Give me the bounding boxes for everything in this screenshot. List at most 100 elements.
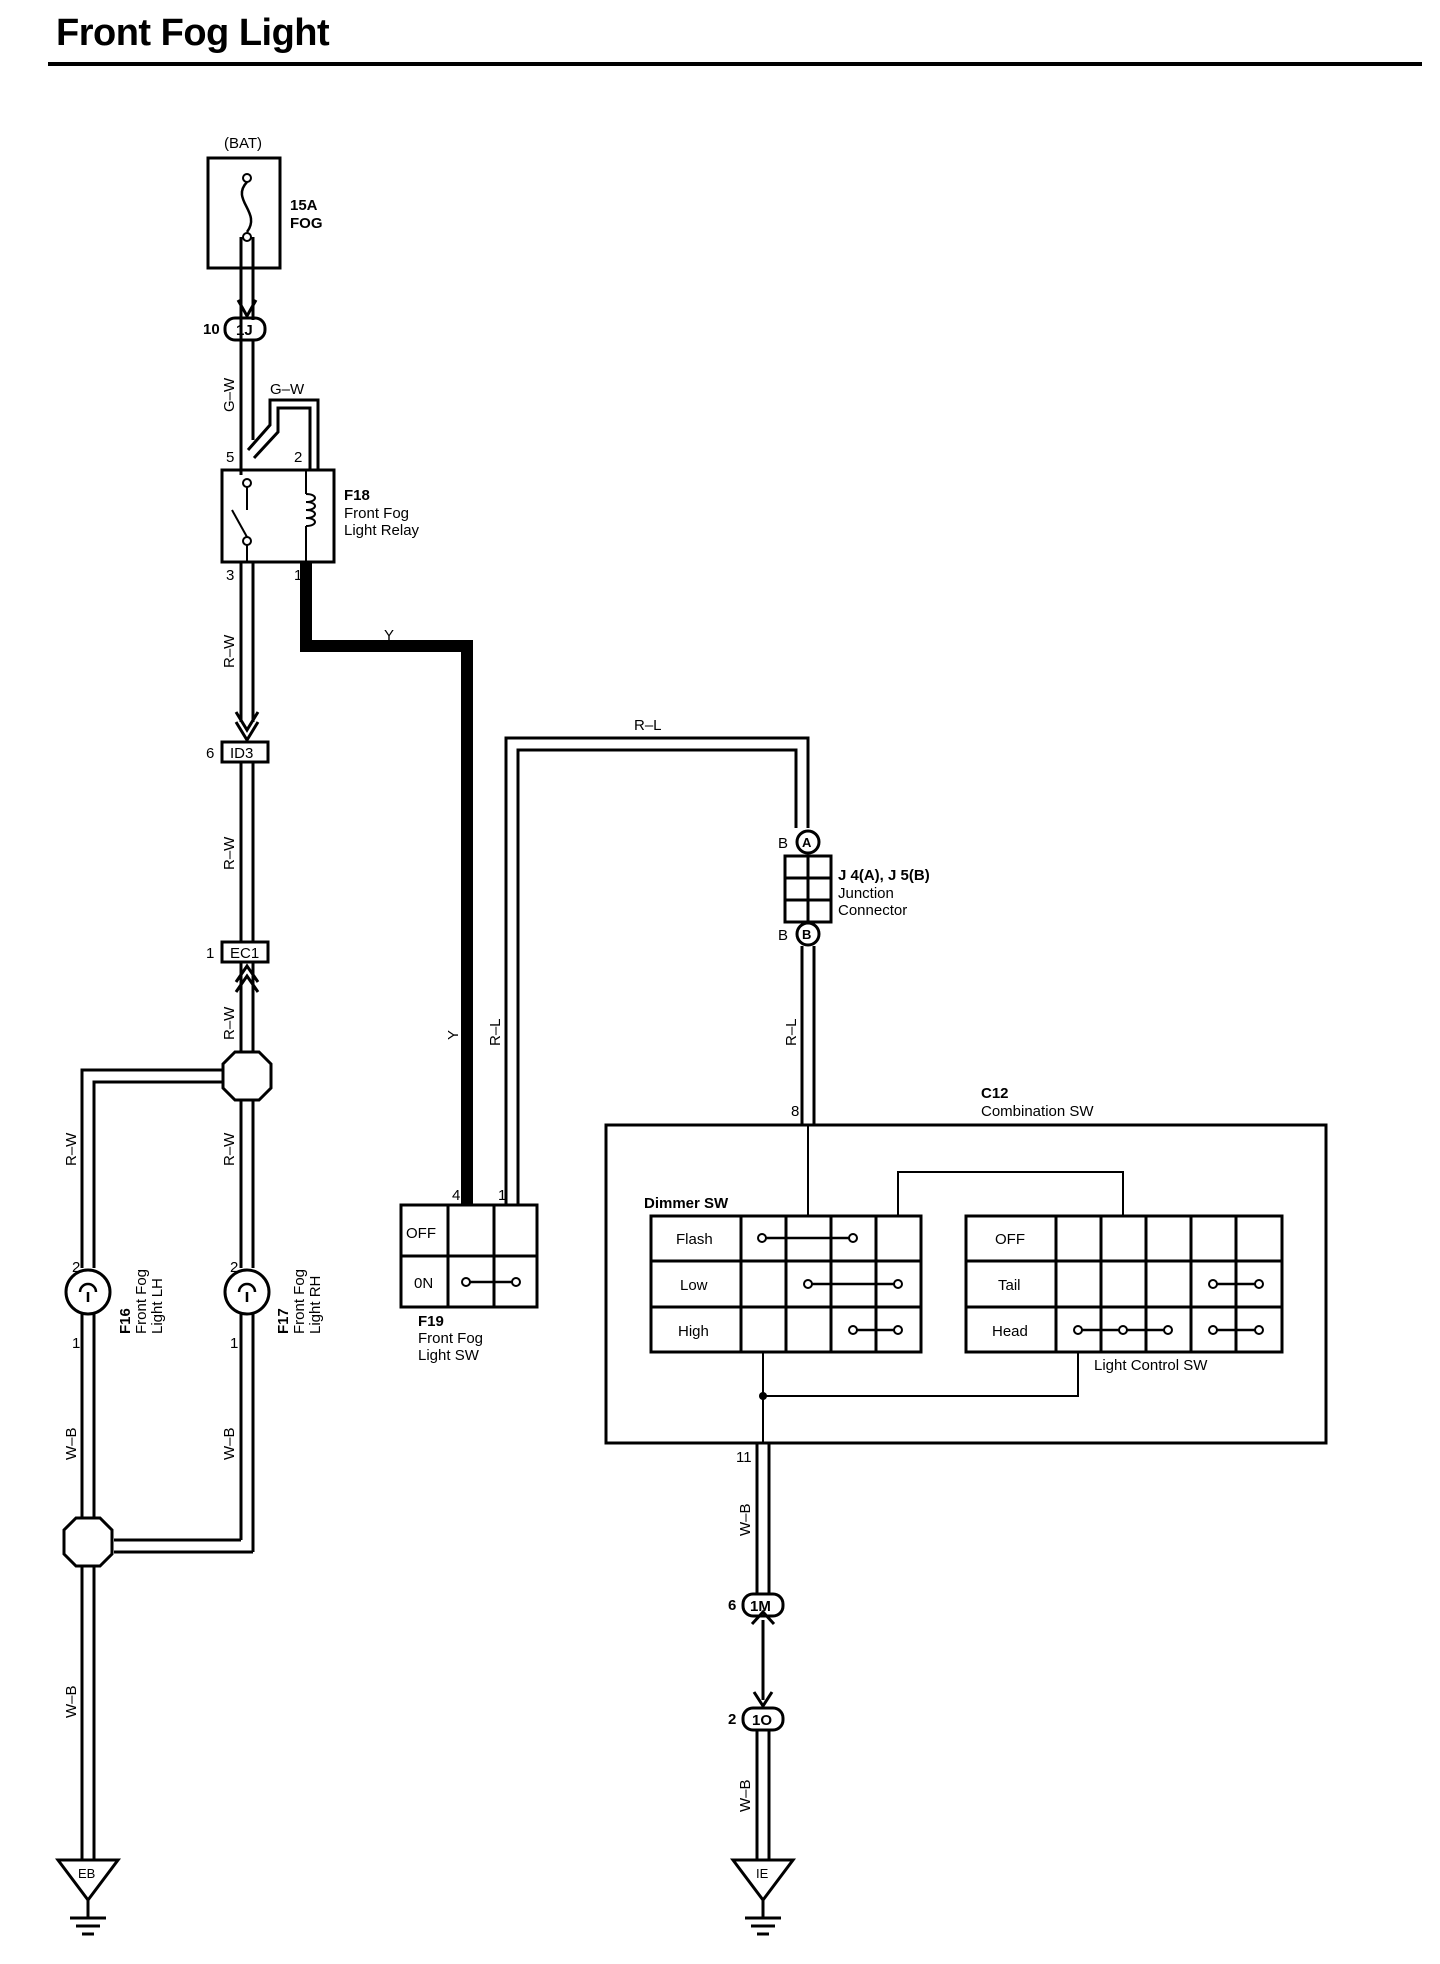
lamp-lh-name-2: Light LH (149, 1278, 166, 1334)
wire-gw-branch: G–W (270, 381, 305, 398)
dimmer-row-flash: Flash (676, 1231, 713, 1248)
wire-wb-left-lower: W–B (63, 1685, 80, 1718)
connector-1j-arrow (236, 299, 258, 320)
relay-contact (231, 509, 248, 538)
fog-switch-contact-2 (511, 1277, 521, 1287)
combination-switch-pin-11: 11 (736, 1449, 752, 1466)
relay-pin-3: 3 (226, 567, 234, 584)
fuse-rating: 15A (290, 197, 318, 214)
wire-rl-vertical-right: R–L (783, 1018, 800, 1046)
gw-branch-wire (246, 398, 320, 470)
fuse-terminal-top (242, 173, 252, 183)
junction-pin-b-label: B (778, 927, 788, 944)
lamp-rh-id: F17 (275, 1308, 292, 1334)
relay-name-1: Front Fog (344, 505, 409, 522)
fog-switch-on: 0N (414, 1275, 433, 1292)
connector-id3-code: ID3 (230, 745, 253, 762)
splice-lower (62, 1516, 114, 1568)
combination-switch-pin-8: 8 (791, 1103, 799, 1120)
connector-1o-code: 1O (752, 1712, 772, 1729)
junction-name-1: Junction (838, 885, 894, 902)
lamp-rh-pin-bottom: 1 (230, 1335, 238, 1352)
wire-rl-horizontal: R–L (634, 717, 662, 734)
right-wiring (604, 829, 1328, 1936)
light-control-row-head: Head (992, 1323, 1028, 1340)
lamp-lh-icon (64, 1268, 112, 1316)
left-wiring (55, 156, 336, 1936)
light-control-title: Light Control SW (1094, 1357, 1208, 1374)
fuse-name: FOG (290, 215, 323, 232)
relay-name-2: Light Relay (344, 522, 420, 539)
connector-id3 (220, 740, 270, 764)
connector-1o (741, 1706, 785, 1732)
lamp-lh-pin-top: 2 (72, 1259, 80, 1276)
junction-name-2: Connector (838, 902, 907, 919)
combination-switch-id: C12 (981, 1085, 1009, 1102)
connector-ec1 (220, 940, 270, 964)
fog-switch (399, 1203, 539, 1309)
light-control-row-tail: Tail (998, 1277, 1021, 1294)
junction-letter-a: A (802, 835, 812, 850)
fog-switch-pin-4: 4 (452, 1187, 460, 1204)
junction-letter-b: B (802, 927, 811, 942)
junction-pin-a-label: B (778, 835, 788, 852)
connector-1j-code: 1J (236, 322, 253, 339)
connector-1m (741, 1592, 785, 1618)
connector-1j-pin: 10 (203, 321, 220, 338)
y-wire (300, 562, 473, 1205)
fog-switch-contact-1 (461, 1277, 471, 1287)
lamp-lh-pin-bottom: 1 (72, 1335, 80, 1352)
relay-pin-5: 5 (226, 449, 234, 466)
fuse-terminal-bottom (242, 232, 252, 242)
junction-id: J 4(A), J 5(B) (838, 867, 930, 884)
lamp-lh-name-1: Front Fog (133, 1269, 150, 1334)
dimmer-row-high: High (678, 1323, 709, 1340)
connector-ec1-pin: 1 (206, 945, 214, 962)
connector-1j (223, 316, 267, 342)
wire-wb-lh: W–B (63, 1427, 80, 1460)
connector-1m-pin: 6 (728, 1597, 736, 1614)
wire-y-horizontal: Y (384, 627, 394, 644)
wire-rl-vertical-left: R–L (487, 1018, 504, 1046)
fog-switch-name-2: Light SW (418, 1347, 480, 1364)
id3-arrow (234, 711, 260, 733)
fog-switch-id: F19 (418, 1313, 444, 1330)
wire-wb-right-upper: W–B (737, 1503, 754, 1536)
title-rule (48, 62, 1422, 66)
ground-ie-label: IE (756, 1866, 769, 1881)
ground-eb-label: EB (78, 1866, 95, 1881)
splice-upper (221, 1050, 273, 1102)
wire-rw-4: R–W (221, 1132, 238, 1166)
page-title: Front Fog Light (56, 12, 330, 54)
ground-ie-icon (730, 1858, 796, 1903)
wire-rw-2: R–W (221, 836, 238, 870)
junction-pin-b (795, 921, 821, 947)
rl-wire (504, 736, 810, 1205)
fog-switch-name-1: Front Fog (418, 1330, 483, 1347)
wire-wb-right-lower: W–B (737, 1779, 754, 1812)
ground-eb-icon (55, 1858, 121, 1903)
fog-switch-off: OFF (406, 1225, 436, 1242)
lamp-rh-icon (223, 1268, 271, 1316)
wire-rw-1: R–W (221, 634, 238, 668)
wire-y-vertical: Y (445, 1030, 462, 1040)
connector-1o-pin: 2 (728, 1711, 736, 1728)
wire-rw-3: R–W (221, 1006, 238, 1040)
connector-1m-code: 1M (750, 1598, 771, 1615)
relay-pin-2: 2 (294, 449, 302, 466)
wire-rw-5: R–W (63, 1132, 80, 1166)
relay-id: F18 (344, 487, 370, 504)
lamp-rh-name-2: Light RH (307, 1276, 324, 1334)
wire-wb-rh: W–B (221, 1427, 238, 1460)
dimmer-title: Dimmer SW (644, 1195, 729, 1212)
junction-pin-a (795, 829, 821, 855)
wire-gw-vertical: G–W (221, 377, 238, 412)
lamp-lh-id: F16 (117, 1308, 134, 1334)
battery-label: (BAT) (224, 135, 262, 152)
dimmer-row-low: Low (680, 1277, 708, 1294)
connector-ec1-code: EC1 (230, 945, 259, 962)
fuse-icon (240, 181, 253, 233)
relay-coil-icon (305, 493, 316, 527)
fuse-box (206, 156, 282, 270)
